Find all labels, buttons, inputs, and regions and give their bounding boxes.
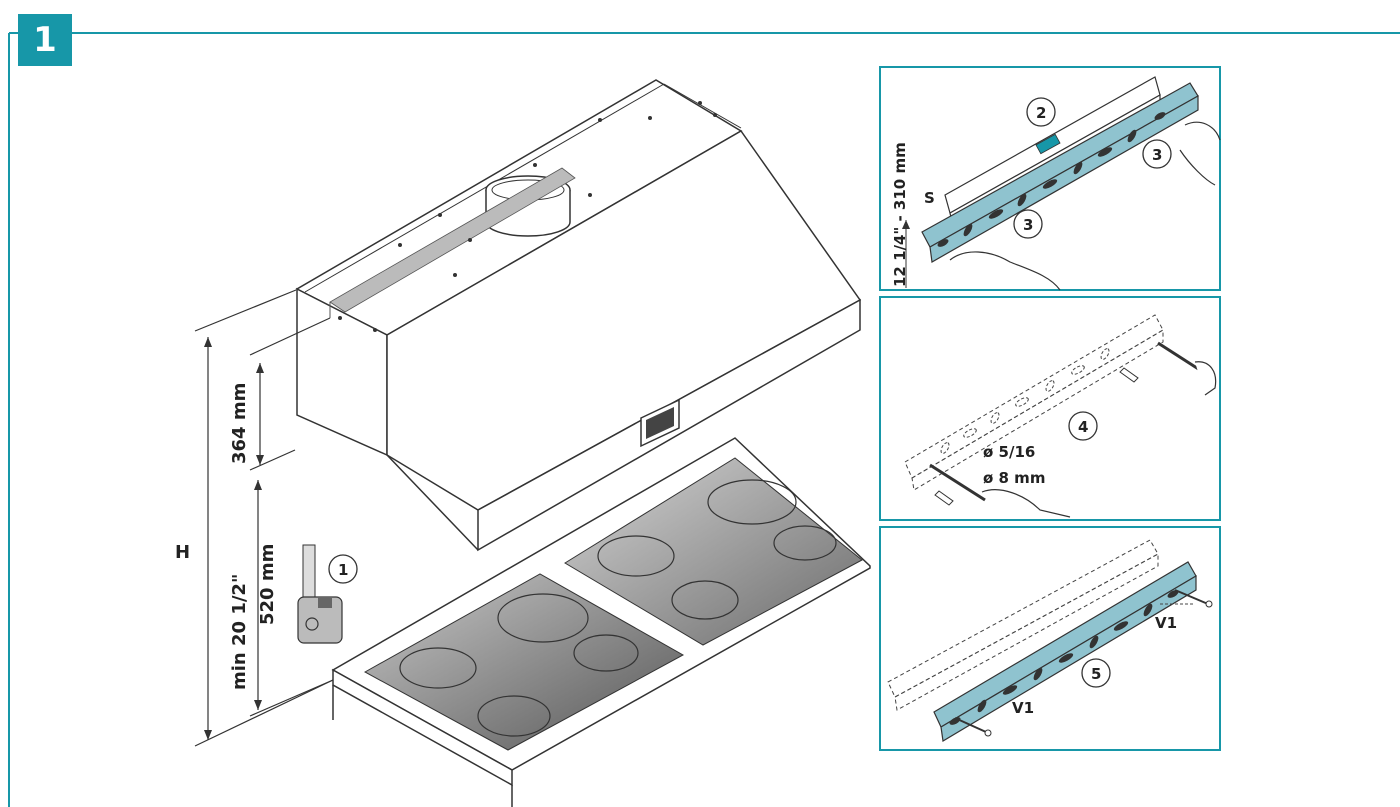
min-distance-mm-label: 520 mm: [257, 544, 278, 625]
svg-text:3: 3: [1023, 216, 1033, 234]
hood-screw-dots: [338, 101, 717, 332]
cooktop-right: [564, 457, 863, 646]
svg-text:3: 3: [1152, 146, 1162, 164]
drill-size-mm: ø 8 mm: [983, 469, 1045, 487]
tape-measure-icon: [297, 544, 343, 644]
callout-3-right: 3: [1142, 139, 1172, 169]
callout-2: 2: [1026, 97, 1056, 127]
panel-top-s-label: S: [924, 189, 935, 207]
panel-drilling: [879, 296, 1221, 521]
screw-label-left: V1: [1012, 699, 1034, 717]
drill-size-inch: ø 5/16: [983, 443, 1035, 461]
hood-height-label: 364 mm: [229, 383, 250, 464]
hood-bracket-stripe: [329, 167, 576, 318]
svg-text:2: 2: [1036, 104, 1046, 122]
frame-border: [8, 32, 1400, 807]
callout-1: 1: [328, 554, 358, 584]
dimension-arrows: [204, 337, 264, 740]
panel-top-side-dimension: 12 1/4" - 310 mm: [891, 142, 909, 287]
svg-text:1: 1: [338, 561, 348, 579]
panel-fixing: [879, 526, 1221, 751]
cooktop-left: [363, 573, 685, 751]
min-distance-inch-label: min 20 1/2": [229, 574, 250, 690]
dimension-lines: [194, 289, 334, 747]
callout-5: 5: [1081, 658, 1111, 688]
callout-3-left: 3: [1013, 209, 1043, 239]
step-number-badge: 1: [18, 14, 72, 66]
screw-label-right: V1: [1155, 614, 1177, 632]
height-label-h: H: [175, 542, 190, 563]
svg-text:4: 4: [1078, 418, 1088, 436]
svg-text:5: 5: [1091, 665, 1101, 683]
callout-4: 4: [1068, 411, 1098, 441]
